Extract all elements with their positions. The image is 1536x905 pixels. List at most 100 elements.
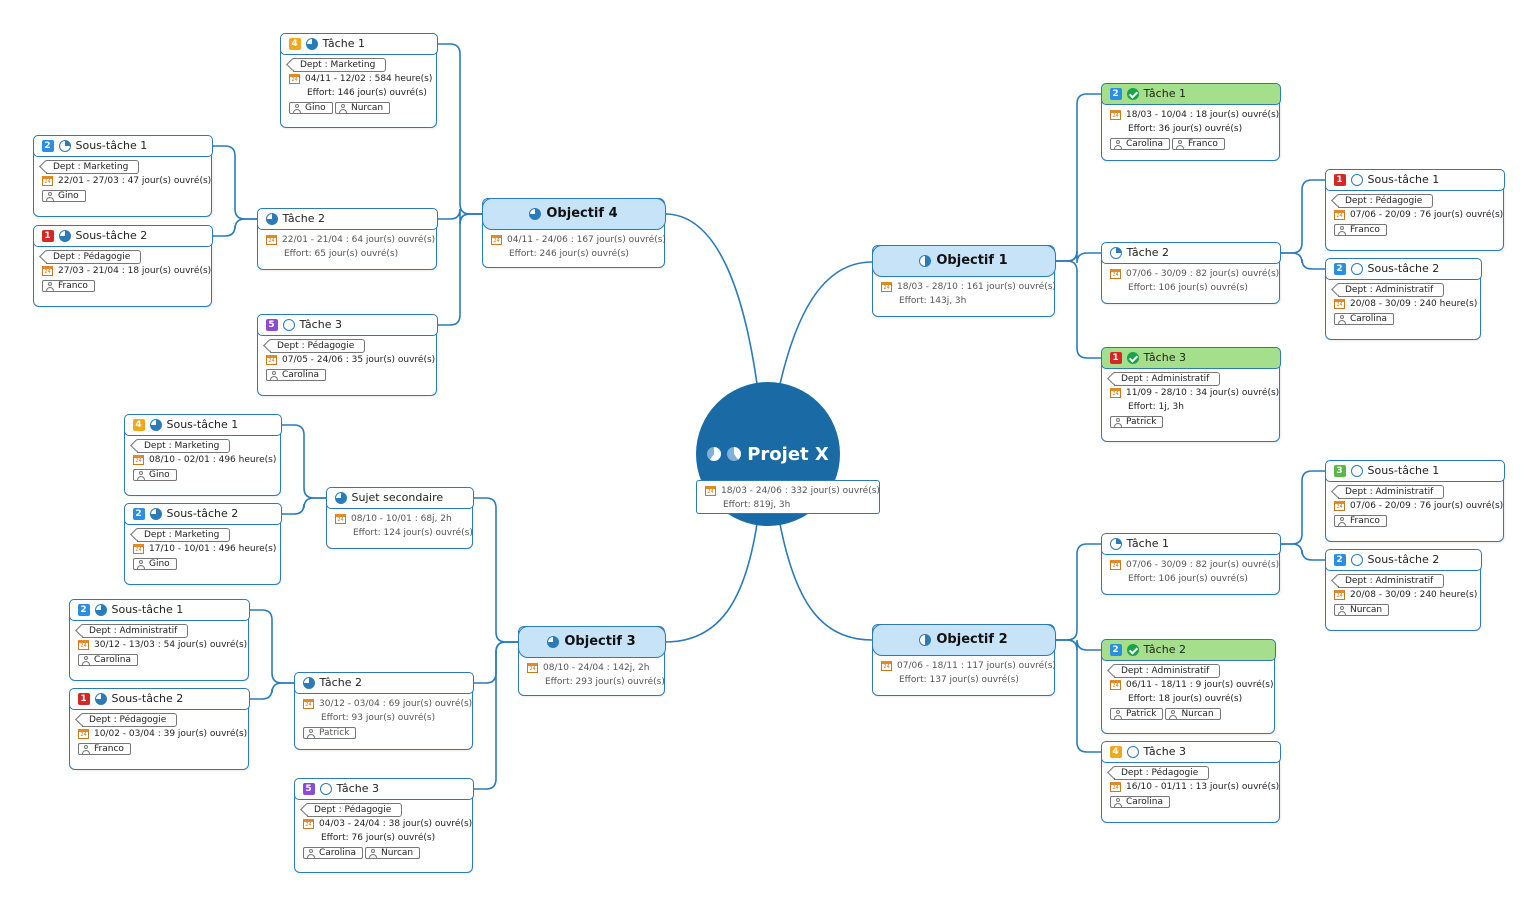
resource-tag-carolina[interactable]: Carolina [266,368,327,381]
node-title-bar[interactable]: Objectif 3 [517,625,666,658]
node-title: Objectif 1 [936,253,1008,268]
resource-tag-patrick[interactable]: Patrick [1110,707,1164,720]
person-icon [1169,709,1178,719]
link-o3-tache-2-subtasks [249,682,294,700]
node-effort: Effort: 93 jour(s) ouvré(s) [321,712,436,723]
node-dates: 07/06 - 30/09 : 82 jour(s) ouvré(s) [1126,268,1280,279]
progress-icon [919,254,932,267]
department-tag: Dept : Administratif [1338,484,1445,499]
resource-tag-gino[interactable]: Gino [133,557,177,570]
resource-tag-nurcan[interactable]: Nurcan [1334,603,1390,616]
resource-tag-carolina[interactable]: Carolina [78,653,139,666]
resource-tag-franco[interactable]: Franco [42,279,95,292]
link-o4-tache-2-subtasks [212,218,257,237]
node-dates: 18/03 - 10/04 : 18 jour(s) ouvré(s) [1126,109,1280,120]
resource-tag-carolina[interactable]: Carolina [1334,312,1395,325]
resource-tag-carolina[interactable]: Carolina [303,846,364,859]
node-title: Sous-tâche 2 [1367,553,1440,566]
node-title-bar[interactable]: Sujet secondaire [325,486,474,509]
resource-tag-gino[interactable]: Gino [42,189,86,202]
resource-tag-nurcan[interactable]: Nurcan [335,101,391,114]
resource-tag-franco[interactable]: Franco [78,742,131,755]
resource-tag-gino[interactable]: Gino [133,468,177,481]
task-complete-icon [1126,643,1139,656]
node-title-bar[interactable]: Objectif 2 [871,623,1056,656]
resource-tag-patrick[interactable]: Patrick [1110,415,1164,428]
node-title-bar[interactable]: Tâche 2 [256,207,438,230]
progress-icon [1350,553,1363,566]
resource-tag-franco[interactable]: Franco [1172,137,1225,150]
node-effort: Effort: 146 jour(s) ouvré(s) [307,87,427,98]
node-title-bar[interactable]: Objectif 1 [871,244,1056,277]
resource-tag-nurcan[interactable]: Nurcan [1165,707,1221,720]
node-dates: 04/11 - 24/06 : 167 jour(s) ouvré(s) [507,234,666,245]
calendar-icon: 24 [881,660,892,671]
resource-name: Franco [94,743,124,754]
root-dates: 18/03 - 24/06 : 332 jour(s) ouvré(s) [721,486,880,496]
resource-tag-nurcan[interactable]: Nurcan [365,846,421,859]
node-title: Sous-tâche 1 [75,139,148,152]
node-title: Objectif 2 [936,632,1008,647]
node-title-bar[interactable]: Tâche 2 [293,671,474,694]
link-objectif-3-tasks [473,497,518,643]
resource-tag-gino[interactable]: Gino [289,101,333,114]
resource-tag-franco[interactable]: Franco [1334,514,1387,527]
resource-tag-franco[interactable]: Franco [1334,223,1387,236]
resource-tag-patrick[interactable]: Patrick [303,726,357,739]
node-title: Tâche 2 [282,212,325,225]
resource-tag-carolina[interactable]: Carolina [1110,137,1171,150]
resource-tag-carolina[interactable]: Carolina [1110,795,1171,808]
calendar-icon: 24 [335,513,346,524]
priority-2-icon: 2 [77,603,90,616]
node-title-bar[interactable]: Tâche 1 [1100,532,1281,555]
node-title-bar[interactable]: Objectif 4 [481,197,666,230]
node-title-bar[interactable]: Tâche 2 [1100,241,1281,264]
